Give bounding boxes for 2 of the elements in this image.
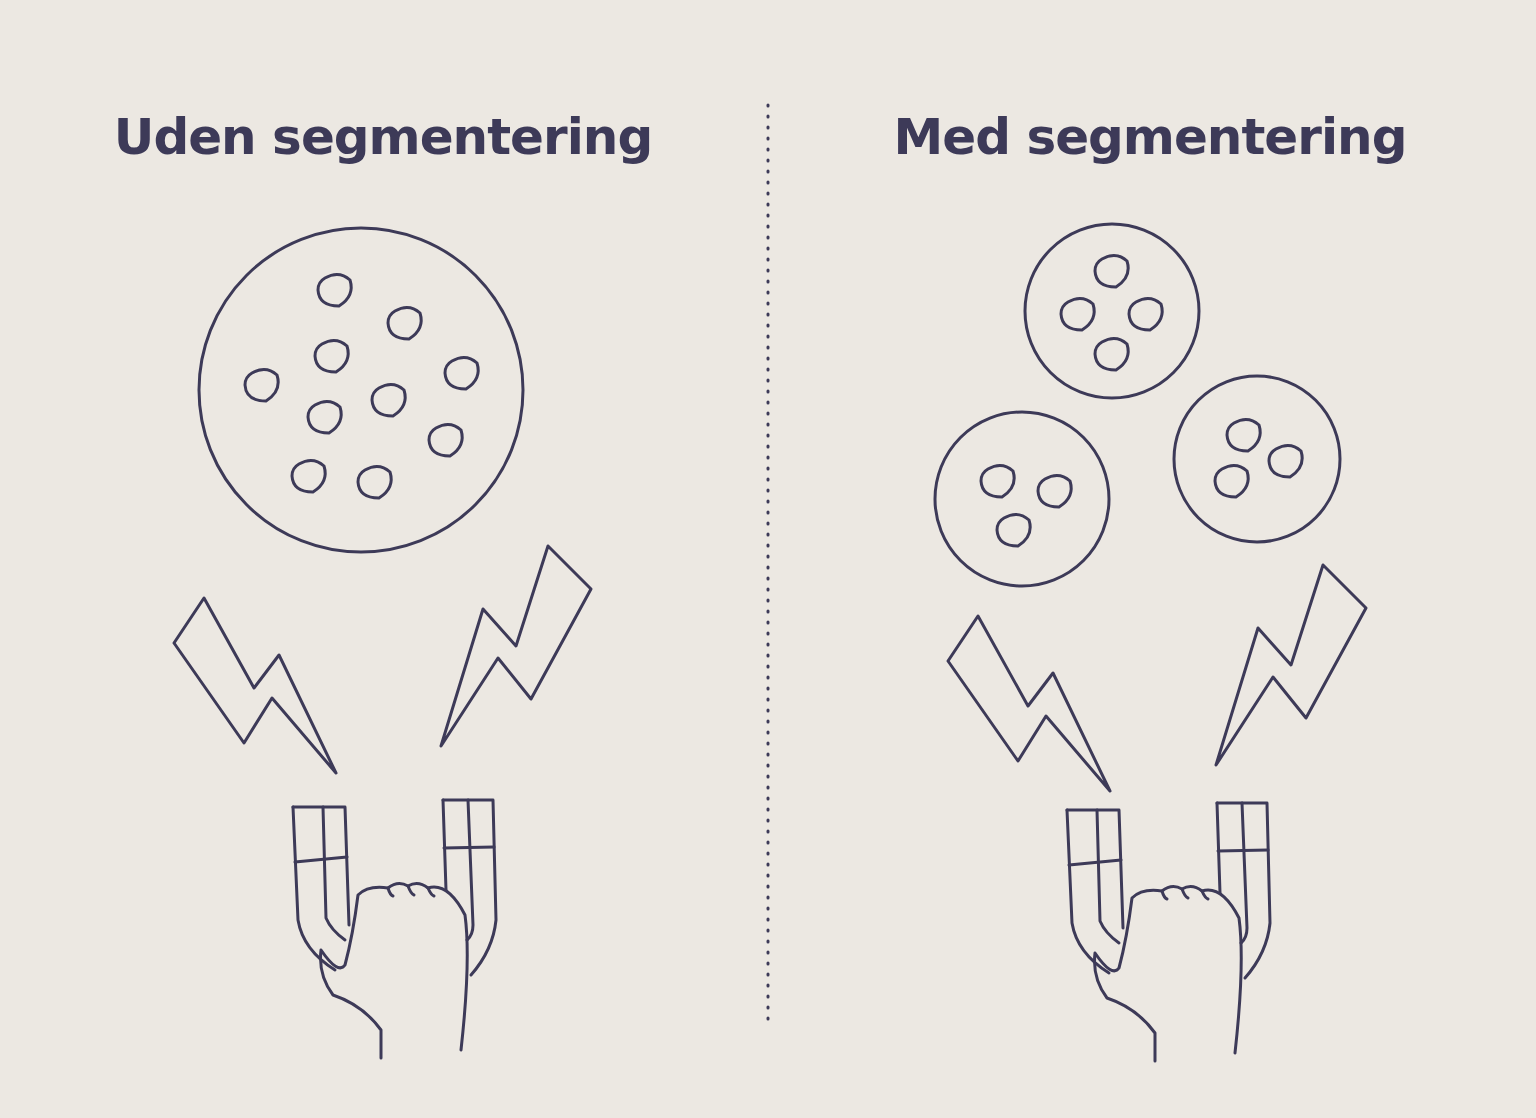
panel-heading: Med segmentering — [893, 108, 1407, 166]
panel-heading: Uden segmentering — [113, 108, 653, 166]
